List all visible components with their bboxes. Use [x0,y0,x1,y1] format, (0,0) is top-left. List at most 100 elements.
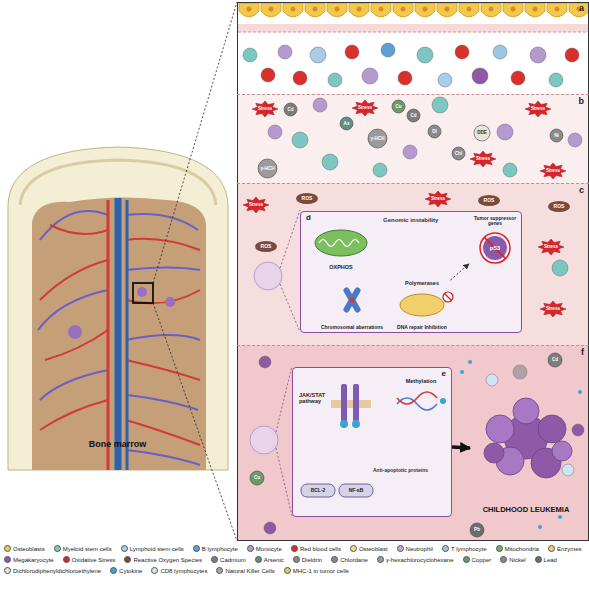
node-label: ROS [554,204,565,210]
node-label: Stress [546,306,560,311]
mitochondrion-cristae [319,240,359,247]
central-vein [115,198,122,470]
shape-outline [313,228,369,270]
node-label: CHILDHOOD LEUKEMIA [483,506,570,514]
receptor-chain [353,384,359,422]
cell-icon [549,73,563,87]
node-label: p53 [490,245,500,252]
legend-label: Oxidative Stress [72,557,116,563]
legend: OsteoblastsMyeloid stem cellsLymphoid st… [4,545,585,574]
dna-strand [397,398,437,410]
cell-icon [278,45,292,59]
osteoblast-row [238,3,588,21]
stress-star [540,301,566,317]
toxicant-circle: Chl [452,147,465,160]
inhibition-ring [480,233,510,263]
cell-icon [455,45,469,59]
cell-icon [243,48,257,62]
vessel-path [40,370,108,400]
legend-item: Osteoblasts [4,545,45,552]
cell-icon [503,163,517,177]
vessel-path [40,400,108,430]
legend-label: Nickel [509,557,525,563]
stress-star [540,163,566,179]
legend-label: Lead [544,557,557,563]
node-label: Cd [287,107,293,112]
inhibition-slash [484,237,505,258]
legend-label: Osteoblast [359,546,388,552]
legend-swatch [463,556,470,563]
protein-outline [301,484,335,497]
legend-item: Enzymes [548,545,582,552]
node-label: NF-κB [349,488,364,494]
node-label: Cu [254,475,260,480]
legend-swatch [124,556,131,563]
legend-item: Lead [535,556,557,563]
cell-icon [313,98,327,112]
node-label: γ-HCH [370,136,384,141]
legend-swatch [121,545,128,552]
legend-swatch [500,556,507,563]
legend-item: Copper [463,556,492,563]
legend-item: Megakaryocyte [4,556,54,563]
cell-icon [513,365,527,379]
stress-star [252,101,278,117]
protein-outline [339,484,373,497]
cytokine-dots [460,360,582,529]
vessel-path [40,260,108,300]
toxicant-disc [452,147,465,160]
legend-label: Copper [472,557,492,563]
legend-label: Natural Killer Cells [225,568,274,574]
cell-icon [261,68,275,82]
connector-arrow [452,447,470,448]
node-label: Methylation [406,378,437,384]
stress-burst: Stress [470,151,496,167]
legend-item: B lymphocyte [193,545,238,552]
toxicant-disc [368,129,387,148]
legend-label: Chlordane [340,557,368,563]
toxicant-circle: As [340,117,353,130]
legend-swatch [63,556,70,563]
node-label: ROS [261,244,272,250]
legend-label: Enzymes [557,546,582,552]
legend-item: Natural Killer Cells [216,567,274,574]
toxicant-circle: Pb [470,523,484,537]
vessel-path [126,450,200,465]
legend-item: T lymphocyte [442,545,487,552]
cell-icon [486,374,498,386]
legend-swatch [151,567,158,574]
leukemic-cell [484,443,504,463]
node-label: Chromosomal aberrations [319,325,385,331]
cell-icon [562,464,574,476]
toxicant-circle: DDE [474,125,490,141]
node-label: Bone marrow [89,440,147,450]
panel-background [237,183,589,345]
legend-item: Mitochondria [496,545,539,552]
chromatid [342,286,361,313]
mitochondrion: OXPHOS [313,228,369,270]
mitochondrion-body [315,230,367,256]
ros-disc [255,241,277,252]
node-label: DNA repair Inhibition [387,325,457,331]
legend-swatch [4,545,11,552]
node-label: Stress [431,196,445,201]
panel-background [237,2,589,94]
stress-star [538,239,564,255]
zoom-leader [280,284,300,332]
cell-icon [293,71,307,85]
panel-background [237,94,589,183]
cell-icon [345,45,359,59]
cell-icon [362,68,378,84]
shape-outline [319,284,385,330]
toxicant-circle: Cu [250,471,264,485]
legend-label: MHC-1 in tumor cells [293,568,349,574]
leukemia-cell-cluster: CHILDHOOD LEUKEMIA [470,389,582,514]
toxicant-disc [548,353,562,367]
ros-disc [478,195,500,206]
legend-item: Cytokine [110,567,142,574]
node-label: OXPHOS [329,264,353,270]
legend-swatch [397,545,404,552]
endosteum-band [238,24,588,32]
